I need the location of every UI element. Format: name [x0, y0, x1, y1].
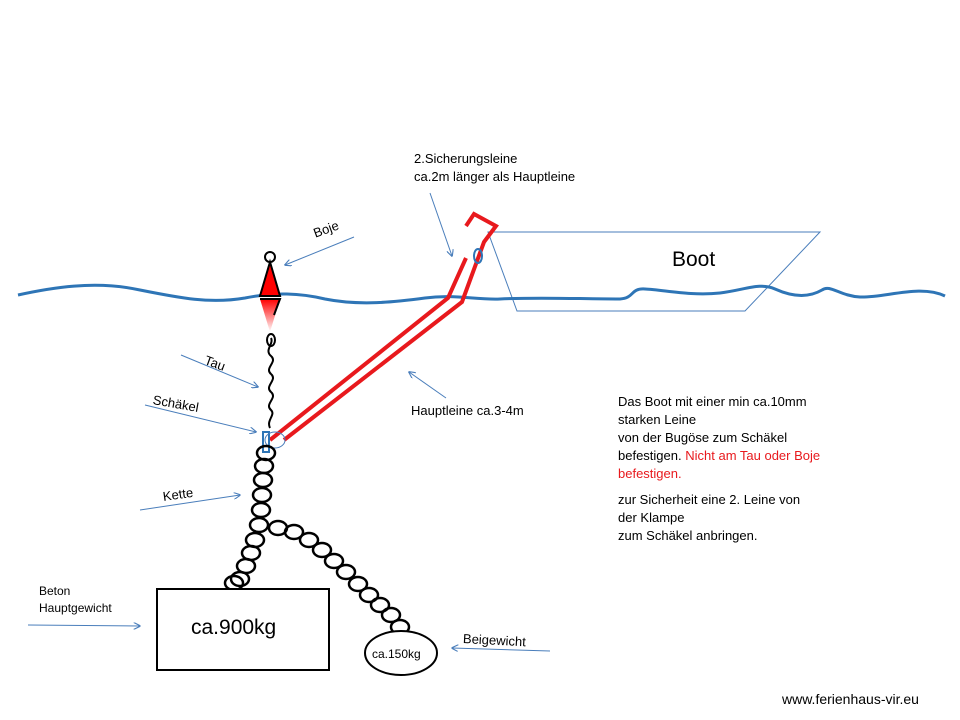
- label-main-weight: ca.900kg: [191, 616, 277, 639]
- label-sicherung-line2: ca.2m länger als Hauptleine: [414, 169, 576, 184]
- note-p1-line4-black: befestigen.: [618, 448, 682, 463]
- arrow-hauptleine: [409, 372, 447, 399]
- note-p2-line3: zum Schäkel anbringen.: [618, 528, 758, 543]
- arrow-beton: [27, 625, 140, 626]
- label-sicherung-line1: 2.Sicherungsleine: [414, 151, 518, 166]
- note-p1-line3: von der Bugöse zum Schäkel: [618, 430, 788, 445]
- website-footer: www.ferienhaus-vir.eu: [782, 691, 919, 707]
- instruction-note: Das Boot mit einer min ca.10mm starken L…: [618, 393, 918, 545]
- hauptleine-rope: [268, 257, 468, 442]
- buoy-icon: [258, 251, 282, 332]
- main-weight-block: [156, 588, 330, 671]
- note-p1-line4-red: Nicht am Tau oder Boje: [685, 448, 821, 463]
- sicherungsleine-rope: [282, 211, 499, 442]
- chain-branch-small: [267, 519, 411, 636]
- shackle-icon: [262, 431, 286, 453]
- arrow-boje: [285, 236, 355, 265]
- note-p1-line4: befestigen. Nicht am Tau oder Boje: [618, 447, 918, 465]
- arrow-beigewicht: [452, 648, 551, 651]
- label-beigewicht: Beigewicht: [462, 631, 527, 650]
- boat-hull: [487, 231, 822, 312]
- note-p2-line2: der Klampe: [618, 510, 685, 525]
- arrow-sicherung: [429, 192, 452, 256]
- label-beton-line2: Hauptgewicht: [39, 601, 112, 615]
- note-p1-line5: befestigen.: [618, 466, 682, 481]
- small-weight-block: [364, 630, 438, 676]
- label-boot: Boot: [672, 248, 716, 271]
- tau-rope: [267, 337, 274, 429]
- arrow-schaekel: [144, 404, 256, 432]
- label-beton-line1: Beton: [39, 584, 71, 598]
- tau-loop: [266, 333, 276, 347]
- red-lines: [268, 211, 499, 442]
- water-surface: [17, 283, 946, 305]
- note-p2-line1: zur Sicherheit eine 2. Leine von: [618, 492, 801, 507]
- note-p1-line2: starken Leine: [618, 412, 697, 427]
- note-p1-line1: Das Boot mit einer min ca.10mm: [618, 394, 807, 409]
- arrow-tau: [180, 354, 258, 387]
- arrow-kette: [139, 495, 240, 511]
- chain-branch-main: [223, 531, 266, 592]
- label-hauptleine: Hauptleine ca.3-4m: [411, 403, 524, 418]
- bow-eye: [473, 248, 483, 264]
- chain-trunk: [248, 444, 277, 534]
- label-small-weight: ca.150kg: [372, 647, 421, 661]
- pointer-arrows: [27, 192, 551, 651]
